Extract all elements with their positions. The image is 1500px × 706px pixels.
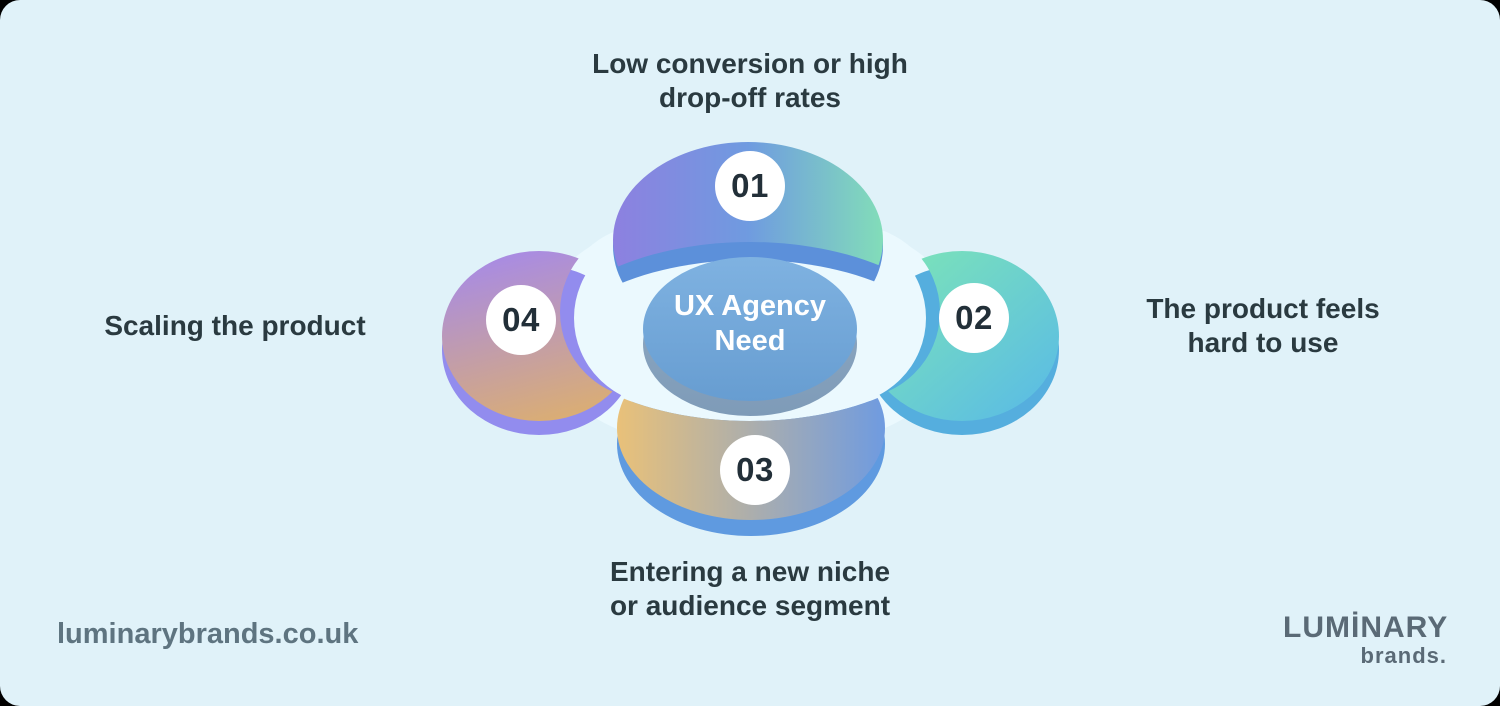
badge-number: 01 — [731, 167, 769, 204]
number-badge-03: 03 — [720, 435, 790, 505]
label-left: Scaling the product — [85, 309, 385, 343]
badge-number: 02 — [955, 299, 993, 336]
brand-logo-wordmark: LUMİNARY — [1283, 611, 1449, 644]
center-title-line1: UX Agency — [673, 290, 827, 322]
center-disc — [643, 257, 857, 401]
label-right-line2: hard to use — [1187, 327, 1339, 358]
center-title-line2: Need — [714, 325, 786, 357]
label-bottom: Entering a new niche or audience segment — [600, 555, 900, 623]
website-url: luminarybrands.co.uk — [57, 618, 359, 650]
label-left-line1: Scaling the product — [104, 310, 366, 341]
label-top-line1: Low conversion or high — [592, 48, 908, 79]
brand-logo-subtext: brands. — [1360, 643, 1447, 668]
number-badge-01: 01 — [715, 151, 785, 221]
center-title: UX Agency Need — [640, 289, 860, 359]
label-top-line2: drop-off rates — [659, 82, 841, 113]
badge-number: 04 — [502, 301, 540, 338]
number-badge-02: 02 — [939, 283, 1009, 353]
label-bottom-line1: Entering a new niche — [609, 556, 891, 587]
brand-logo: LUMİNARY brands. — [1283, 612, 1447, 668]
badge-number: 03 — [736, 451, 774, 488]
label-right: The product feels hard to use — [1133, 292, 1393, 360]
label-right-line1: The product feels — [1146, 293, 1380, 324]
label-top: Low conversion or high drop-off rates — [585, 47, 915, 115]
label-bottom-line2: or audience segment — [609, 590, 891, 621]
number-badge-04: 04 — [486, 285, 556, 355]
